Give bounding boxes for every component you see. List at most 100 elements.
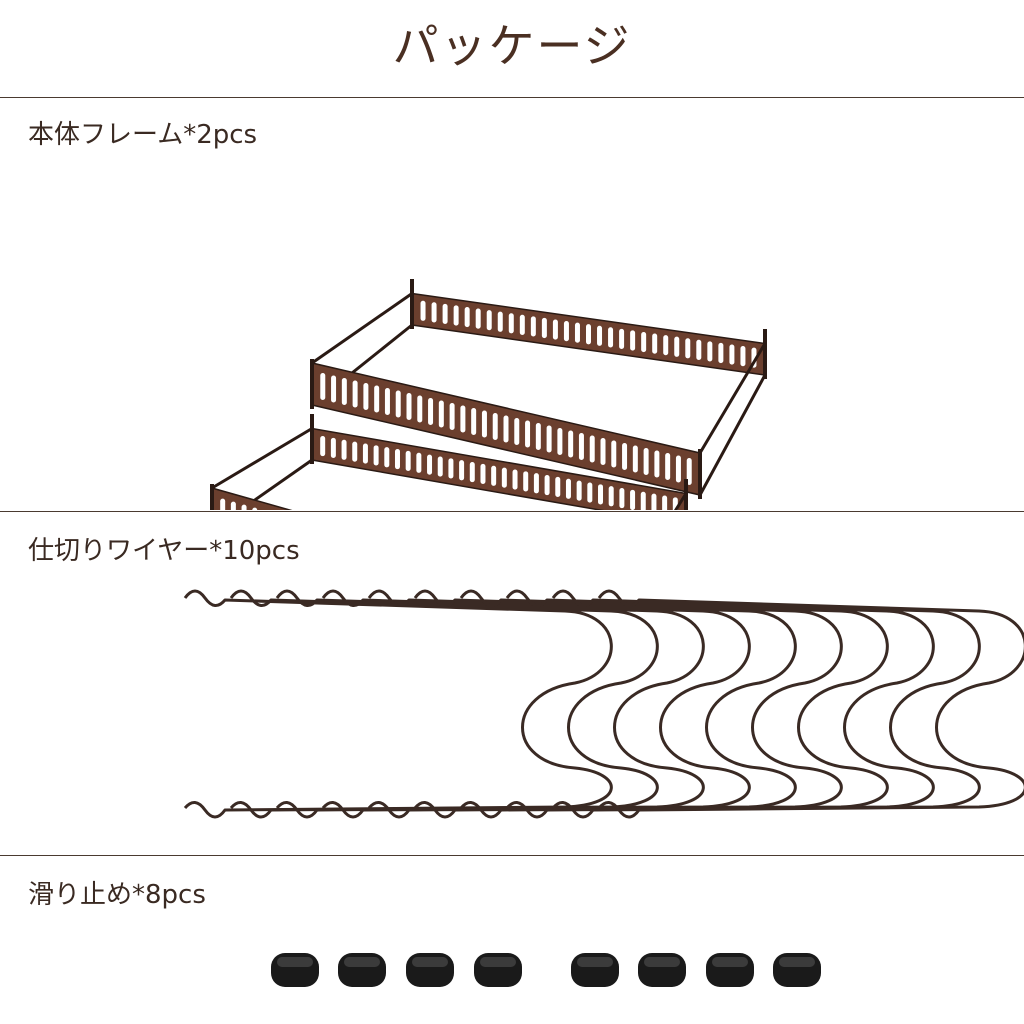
rail-slot [394, 449, 400, 470]
rail-slot [459, 460, 465, 481]
rail-slot [220, 498, 226, 510]
rail-slot [674, 336, 680, 357]
divider-bottom [0, 855, 1024, 856]
pad-illustration [271, 953, 821, 987]
rail-slot [475, 308, 481, 329]
rail-slot [363, 383, 369, 410]
rail-slot [501, 467, 507, 488]
anti-slip-pad-2 [338, 953, 386, 987]
rail-slot [252, 507, 258, 510]
rail-slot [491, 465, 497, 486]
page-title: パッケージ [392, 19, 632, 73]
frame-illustration [210, 279, 767, 510]
rail-slot [643, 448, 649, 475]
section-label-frames: 本体フレーム*2pcs [28, 120, 258, 150]
rail-slot [600, 438, 606, 465]
rail-slot [619, 488, 625, 509]
rail-slot [652, 333, 658, 354]
divider-wire-10 [597, 589, 1024, 819]
rail-slot [416, 452, 422, 473]
rail-slot [503, 415, 509, 443]
rail-slot [675, 455, 681, 483]
rail-slot [405, 450, 411, 472]
rail-slot [598, 484, 604, 505]
rail-slot [686, 458, 692, 485]
rail-slot [431, 302, 437, 323]
rail-slot [428, 398, 434, 425]
rail-slot [651, 493, 657, 510]
divider-wire-4 [321, 589, 751, 819]
rail-slot [449, 403, 455, 430]
rail-slot [497, 311, 503, 332]
rail-slot [492, 413, 498, 440]
divider-wire-6 [413, 589, 843, 819]
rail-slot [438, 400, 444, 428]
rail-slot [619, 328, 625, 350]
rail-slot [241, 504, 247, 510]
wire-illustration [183, 589, 1024, 819]
rail-slot [718, 342, 724, 364]
rail-slot [464, 306, 470, 328]
rail-slot [611, 440, 617, 468]
rail-slot [448, 458, 454, 479]
rail-slot [512, 469, 518, 490]
rail-slot [541, 317, 547, 339]
anti-slip-pad-1 [271, 953, 319, 987]
divider-middle [0, 511, 1024, 512]
rail-slot [481, 410, 487, 438]
rail-slot [608, 486, 614, 507]
rail-slot [530, 316, 536, 337]
anti-slip-pad-7 [706, 953, 754, 987]
rail-slot [574, 322, 580, 343]
rail-slot [384, 447, 390, 468]
rail-slot [533, 473, 539, 494]
divider-top [0, 97, 1024, 98]
rail-slot [341, 439, 347, 460]
rail-slot [586, 324, 591, 345]
divider-wire-3 [275, 589, 705, 819]
divider-wire-8 [505, 589, 935, 819]
rail-slot [552, 319, 558, 340]
rail-slot [427, 454, 433, 475]
rail-slot [640, 491, 646, 510]
anti-slip-pad-5 [571, 953, 619, 987]
rail-slot [608, 327, 614, 348]
rail-slot [320, 373, 326, 400]
rail-slot [662, 495, 668, 510]
rail-slot [578, 433, 584, 460]
rail-slot [508, 313, 514, 334]
rail-slot [685, 338, 691, 359]
divider-wire-2 [229, 589, 659, 819]
rail-slot [230, 501, 236, 510]
rail-slot [641, 331, 647, 353]
rail-slot [420, 300, 426, 321]
rail-slot [352, 441, 358, 462]
rail-slot [514, 418, 520, 445]
rail-slot [480, 463, 486, 485]
rail-slot [362, 443, 368, 464]
rail-slot [544, 475, 550, 496]
anti-slip-pad-3 [406, 953, 454, 987]
rail-slot [525, 420, 531, 448]
rail-slot [632, 445, 638, 473]
rail-slot [519, 314, 525, 335]
frame-2 [210, 414, 688, 510]
rail-slot [469, 462, 475, 483]
anti-slip-pad-6 [638, 953, 686, 987]
rail-slot [535, 423, 541, 450]
section-label-wires: 仕切りワイヤー*10pcs [28, 536, 300, 566]
rail-slot [587, 482, 593, 503]
rail-slot [565, 478, 571, 499]
rail-slot [331, 375, 337, 403]
divider-wire-5 [367, 589, 797, 819]
rail-slot [374, 385, 380, 413]
anti-slip-pad-4 [474, 953, 522, 987]
rail-slot [320, 436, 326, 457]
rail-slot [696, 339, 702, 360]
rail-slot [341, 378, 347, 405]
anti-slip-pad-8 [773, 953, 821, 987]
rail-slot [437, 456, 443, 477]
rail-slot [417, 395, 423, 423]
rail-slot [546, 425, 552, 453]
rail-slot [630, 330, 636, 351]
